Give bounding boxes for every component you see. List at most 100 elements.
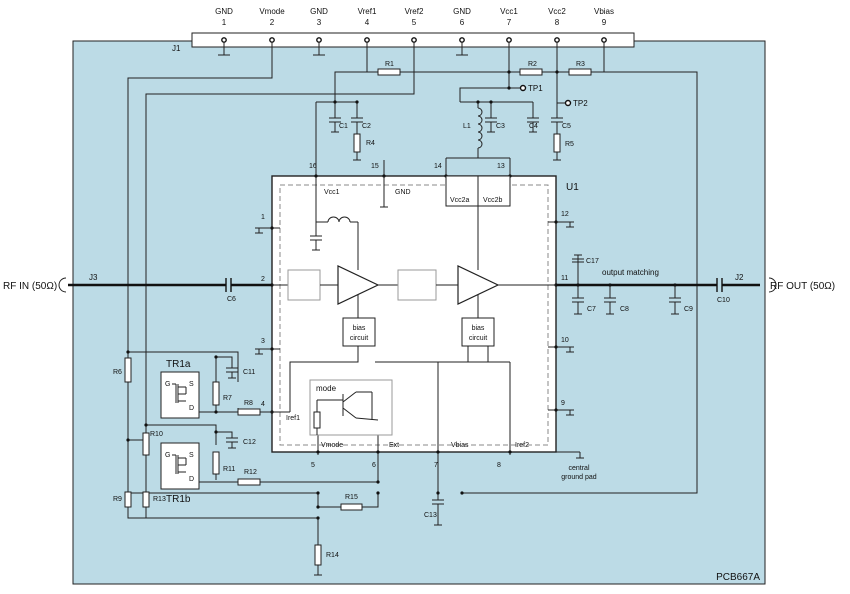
j1-pin-name-6: GND — [453, 7, 471, 16]
c5-label: C5 — [562, 123, 571, 130]
r6-label: R6 — [113, 369, 122, 376]
r8-resistor — [237, 408, 261, 416]
u1-pin-8-num: 8 — [497, 462, 501, 469]
tr1a-drain-label: D — [189, 405, 194, 412]
j1-pin-num-6: 6 — [460, 18, 465, 27]
u1-pin-15-num: 15 — [371, 163, 379, 170]
vbias-pin-label: Vbias — [451, 442, 469, 449]
vcc2a-pin-label: Vcc2a — [450, 197, 470, 204]
u1-label: U1 — [566, 182, 579, 193]
r4-resistor — [353, 133, 361, 153]
vcc2b-pin-label: Vcc2b — [483, 197, 503, 204]
mode-transistor-icon — [316, 391, 379, 435]
interstage-match-block — [397, 269, 437, 301]
bias-circuit-2-line2: circuit — [469, 335, 487, 342]
vcc2-decoupling-wires — [445, 101, 563, 170]
c3-label: C3 — [496, 123, 505, 130]
r3-label: R3 — [576, 61, 585, 68]
r2-label: R2 — [528, 61, 537, 68]
u1-pin-16-num: 16 — [309, 163, 317, 170]
vcc1-pin-label: Vcc1 — [324, 189, 340, 196]
bias-circuit-2-line1: bias — [472, 325, 485, 332]
vcc1-wire — [459, 42, 520, 102]
tr1b-label: TR1b — [166, 494, 191, 505]
r14-resistor — [314, 544, 322, 566]
l1-label: L1 — [463, 123, 471, 130]
central-ground-wire — [556, 451, 584, 459]
j1-pin-headers: GND 1 Vmode 2 GND 3 Vref1 4 Vref2 5 GND … — [215, 7, 614, 27]
mode-resistor — [313, 411, 321, 429]
tr1a-mosfet-icon — [172, 383, 187, 403]
iref2-pin-label: Iref2 — [515, 442, 529, 449]
u1-pin-11-num: 11 — [561, 275, 568, 282]
r3-resistor — [568, 68, 592, 76]
r10-resistor — [142, 432, 150, 456]
u1-right-pin-wires — [548, 221, 574, 416]
r13-resistor — [142, 491, 150, 508]
c13-label: C13 — [424, 512, 437, 519]
r6-resistor — [124, 357, 132, 383]
iref1-pin-label: Iref1 — [286, 415, 300, 422]
u1-vcc1-internal — [310, 178, 359, 270]
r8-label: R8 — [244, 400, 253, 407]
j1-label: J1 — [172, 44, 181, 53]
l1-inductor — [477, 107, 483, 149]
rf-out-connector-icon — [768, 277, 777, 293]
r12-label: R12 — [244, 469, 257, 476]
j1-pin-name-1: GND — [215, 7, 233, 16]
j1-pin-name-9: Vbias — [594, 7, 614, 16]
vmode-pin-label: Vmode — [321, 442, 343, 449]
c11-label: C11 — [243, 369, 255, 376]
j1-pin-num-5: 5 — [412, 18, 417, 27]
j1-pin-num-1: 1 — [222, 18, 227, 27]
mode-label: mode — [316, 384, 337, 393]
j1-pin-name-3: GND — [310, 7, 328, 16]
u1-pin-13-num: 13 — [497, 163, 505, 170]
ext-pin-label: Ext — [389, 442, 399, 449]
c1-label: C1 — [339, 123, 348, 130]
c4-label: C4 — [529, 123, 538, 130]
u1-internal-inductor — [327, 216, 351, 223]
tr1a-label: TR1a — [166, 359, 191, 370]
rf-out-label: RF OUT (50Ω) — [770, 281, 835, 292]
r9-label: R9 — [113, 496, 122, 503]
c10-label: C10 — [717, 297, 730, 304]
tr1a-gate-label: G — [165, 381, 170, 388]
vref2-wire — [145, 42, 415, 440]
j1-pin-num-3: 3 — [317, 18, 322, 27]
r12-resistor — [237, 478, 261, 486]
c7-label: C7 — [587, 306, 596, 313]
u1-left-pin-wires — [255, 227, 280, 355]
r15-resistor — [340, 503, 363, 511]
u1-pin-10-num: 10 — [561, 337, 569, 344]
tp2-test-point — [564, 99, 572, 107]
vref1-wire — [334, 42, 368, 103]
j1-pin-name-4: Vref1 — [358, 7, 377, 16]
tr1b-gate-label: G — [165, 452, 170, 459]
output-matching-caps — [572, 254, 681, 315]
r1-label: R1 — [385, 61, 394, 68]
amplifier-stage-1 — [337, 265, 380, 305]
j2-label: J2 — [735, 273, 744, 282]
j1-pin-num-8: 8 — [555, 18, 560, 27]
tr1b-drain-label: D — [189, 476, 194, 483]
bias-circuit-1 — [342, 317, 376, 347]
bias-circuit-1-line1: bias — [353, 325, 366, 332]
j1-ground-wires — [218, 42, 468, 56]
central-ground-pad-line2: ground pad — [561, 474, 597, 481]
tr1a-transistor — [160, 371, 200, 419]
c6-label: C6 — [227, 296, 236, 303]
mode-block — [309, 379, 393, 436]
u1-pin-7-num: 7 — [434, 462, 438, 469]
j1-pin-num-7: 7 — [507, 18, 512, 27]
u1-pin-6-num: 6 — [372, 462, 376, 469]
r5-resistor — [553, 133, 561, 153]
gnd-pin-label: GND — [395, 189, 411, 196]
pcb-label: PCB667A — [716, 572, 760, 583]
r14-label: R14 — [326, 552, 339, 559]
u1-pin-12-num: 12 — [561, 211, 569, 218]
tr1b-source-label: S — [189, 452, 194, 459]
r2-resistor — [519, 68, 543, 76]
tp1-test-point — [519, 84, 527, 92]
